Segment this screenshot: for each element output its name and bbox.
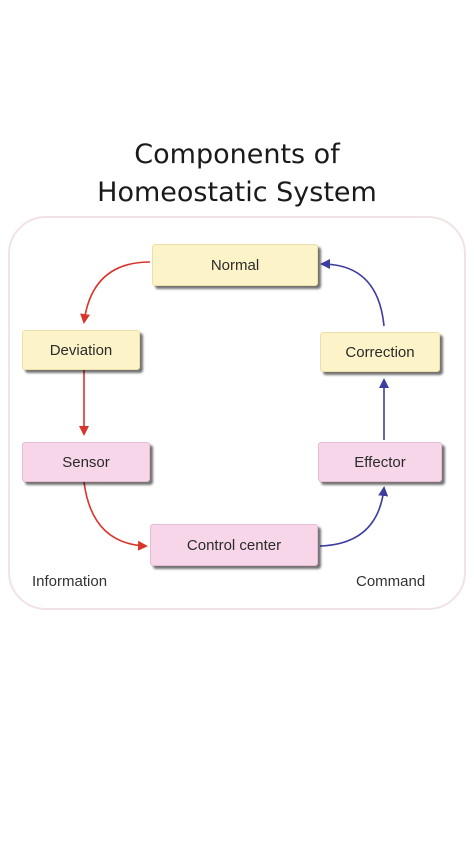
title-line-2: Homeostatic System — [97, 177, 377, 208]
diagram-title: Components of Homeostatic System — [0, 136, 474, 212]
information-label: Information — [32, 573, 108, 590]
arrow-control-center-to-effector — [319, 486, 389, 547]
arrow-normal-to-deviation — [80, 261, 151, 324]
command-label: Command — [356, 573, 426, 590]
node-deviation-label: Deviation — [49, 341, 113, 359]
node-control-center-label: Control center — [186, 536, 282, 554]
node-correction-label: Correction — [345, 343, 415, 361]
node-normal-label: Normal — [210, 256, 260, 274]
node-correction: Correction — [320, 332, 440, 372]
node-control-center: Control center — [150, 524, 318, 566]
node-normal: Normal — [152, 244, 318, 286]
arrow-sensor-to-control-center — [83, 481, 148, 551]
node-effector: Effector — [318, 442, 442, 482]
node-effector-label: Effector — [354, 453, 406, 471]
arrow-correction-to-normal — [320, 259, 385, 327]
node-deviation: Deviation — [22, 330, 140, 370]
title-line-1: Components of — [134, 139, 340, 170]
node-sensor: Sensor — [22, 442, 150, 482]
node-sensor-label: Sensor — [62, 453, 110, 471]
